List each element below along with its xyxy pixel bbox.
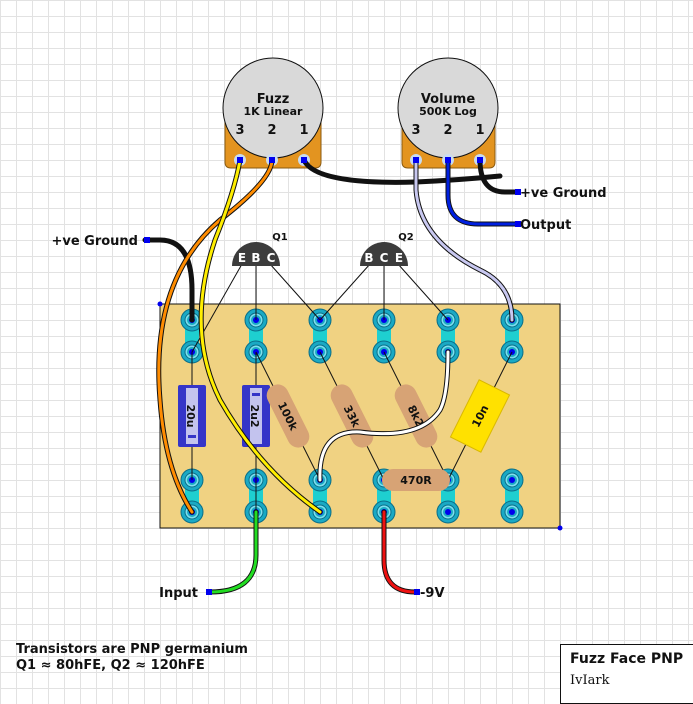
capacitor-2u2[interactable]: 2u2 — [242, 385, 270, 447]
capacitor-2u2-label: 2u2 — [248, 404, 261, 427]
ground-left-label: +ve Ground — [51, 234, 138, 249]
volume-lug-3-label: 3 — [411, 123, 420, 138]
q2-label: Q2 — [398, 232, 414, 243]
input-label: Input — [159, 586, 198, 601]
note-line-1: Transistors are PNP germanium — [16, 642, 248, 657]
diagram-title: Fuzz Face PNP — [570, 651, 684, 667]
resistor-470r-label: 470R — [400, 474, 432, 487]
diagram-author: IvIark — [570, 673, 610, 688]
capacitor-20u[interactable]: 20u — [178, 385, 206, 447]
pad[interactable] — [500, 500, 524, 524]
transistor-q1[interactable]: Q1 E B C — [232, 232, 288, 266]
wire-white-link[interactable] — [318, 350, 450, 482]
capacitor-10n[interactable]: 10n — [449, 379, 511, 453]
pad[interactable] — [436, 500, 460, 524]
wire-ground-left[interactable] — [142, 237, 195, 323]
volume-pot[interactable]: Volume 500K Log 3 2 1 — [397, 57, 499, 169]
negative-marker — [252, 393, 260, 396]
fuzz-lug-2-label: 2 — [267, 123, 276, 138]
wire-lavender[interactable] — [414, 158, 514, 322]
wires — [142, 157, 521, 595]
fuzz-pot-value: 1K Linear — [244, 105, 304, 118]
supply-label: -9V — [420, 586, 445, 601]
transistor-note: Transistors are PNP germanium Q1 ≈ 80hFE… — [16, 642, 248, 674]
board-corner-node — [557, 525, 563, 531]
transistor-q2[interactable]: Q2 B C E — [360, 232, 414, 266]
q1-label: Q1 — [272, 232, 288, 243]
pad-node — [509, 477, 515, 483]
wire-orange[interactable] — [157, 158, 274, 514]
wire-lavender-outline — [413, 157, 515, 323]
strip[interactable] — [500, 468, 524, 524]
q2-pin-c: C — [380, 251, 389, 265]
pad[interactable] — [500, 468, 524, 492]
resistor-470r[interactable]: 470R — [382, 469, 450, 491]
fuzz-lug-1-label: 1 — [299, 123, 308, 138]
volume-pot-name: Volume — [421, 92, 476, 107]
capacitor-20u-label: 20u — [184, 404, 197, 427]
volume-lug-2-label: 2 — [443, 123, 452, 138]
fuzz-lug-3-label: 3 — [235, 123, 244, 138]
note-line-2: Q1 ≈ 80hFE, Q2 ≈ 120hFE — [16, 658, 205, 673]
pad-node — [509, 509, 515, 515]
wire-supply[interactable] — [382, 510, 417, 594]
fuzz-pot[interactable]: Fuzz 1K Linear 3 2 1 — [222, 57, 324, 169]
pad-node — [445, 509, 451, 515]
wire-end-nodes — [144, 157, 521, 595]
wire-ground-right[interactable] — [477, 157, 521, 195]
q2-pin-b: B — [364, 251, 373, 265]
volume-pot-value: 500K Log — [419, 105, 477, 118]
board-corner-node — [157, 301, 163, 307]
wire-output[interactable] — [446, 158, 520, 226]
q1-pin-e: E — [238, 251, 246, 265]
output-label: Output — [520, 218, 571, 233]
title-block: Fuzz Face PNP IvIark — [560, 644, 693, 704]
fuzz-pot-name: Fuzz — [257, 92, 290, 107]
q1-pin-c: C — [267, 251, 276, 265]
ground-right-label: +ve Ground — [520, 186, 607, 201]
wire-yellow[interactable] — [199, 158, 322, 514]
q2-pin-e: E — [395, 251, 403, 265]
resistor-8k2[interactable]: 8k2 — [391, 381, 441, 452]
q1-pin-b: B — [251, 251, 260, 265]
negative-marker — [188, 435, 196, 438]
wire-input[interactable] — [208, 510, 258, 594]
volume-lug-1-label: 1 — [475, 123, 484, 138]
